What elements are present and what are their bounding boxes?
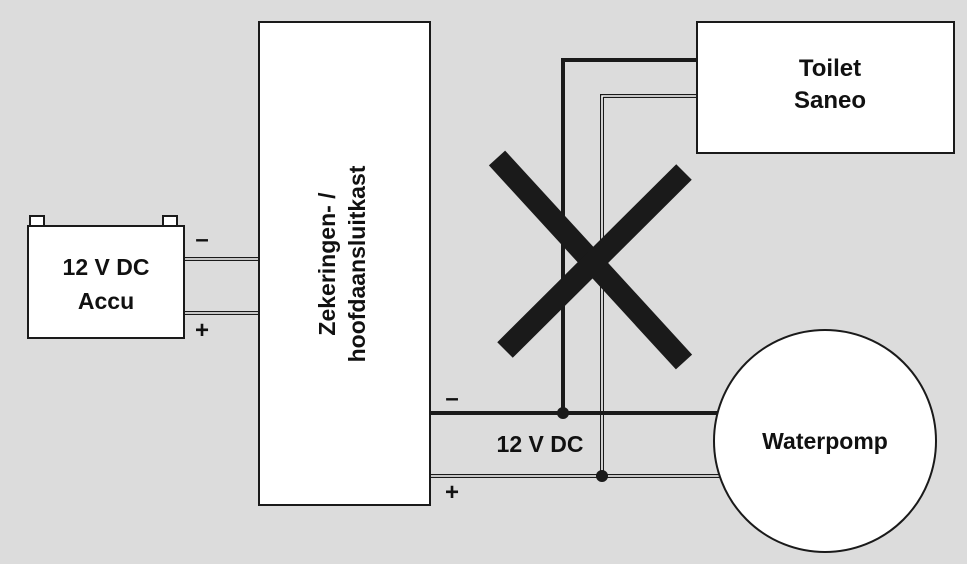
battery-terminal-right — [162, 215, 178, 227]
toilet-label-line1: Toilet — [799, 55, 861, 82]
output-minus-sign: – — [445, 385, 458, 412]
junction-minus — [557, 407, 569, 419]
junction-plus — [596, 470, 608, 482]
output-voltage-label: 12 V DC — [497, 431, 584, 457]
battery-box — [27, 225, 185, 339]
battery-label-voltage: 12 V DC — [63, 254, 150, 280]
water-pump-circle — [713, 329, 937, 553]
fuse-box-label-line1: Zekeringen- / — [314, 192, 340, 336]
fuse-box-label: Zekeringen- / hoofdaansluitkast — [314, 165, 370, 362]
fuse-box-label-line2: hoofdaansluitkast — [344, 165, 370, 362]
output-plus-sign: + — [445, 479, 459, 506]
cross-icon — [488, 150, 693, 370]
battery-plus-sign: + — [195, 317, 209, 344]
fuse-box — [258, 21, 431, 506]
battery-label-name: Accu — [78, 288, 134, 314]
water-pump-label: Waterpomp — [762, 428, 888, 454]
toilet-box — [696, 21, 955, 154]
wire-toilet-plus — [600, 94, 697, 476]
battery-terminal-left — [29, 215, 45, 227]
battery-minus-sign: – — [195, 226, 208, 253]
toilet-label-line2: Saneo — [794, 87, 866, 114]
